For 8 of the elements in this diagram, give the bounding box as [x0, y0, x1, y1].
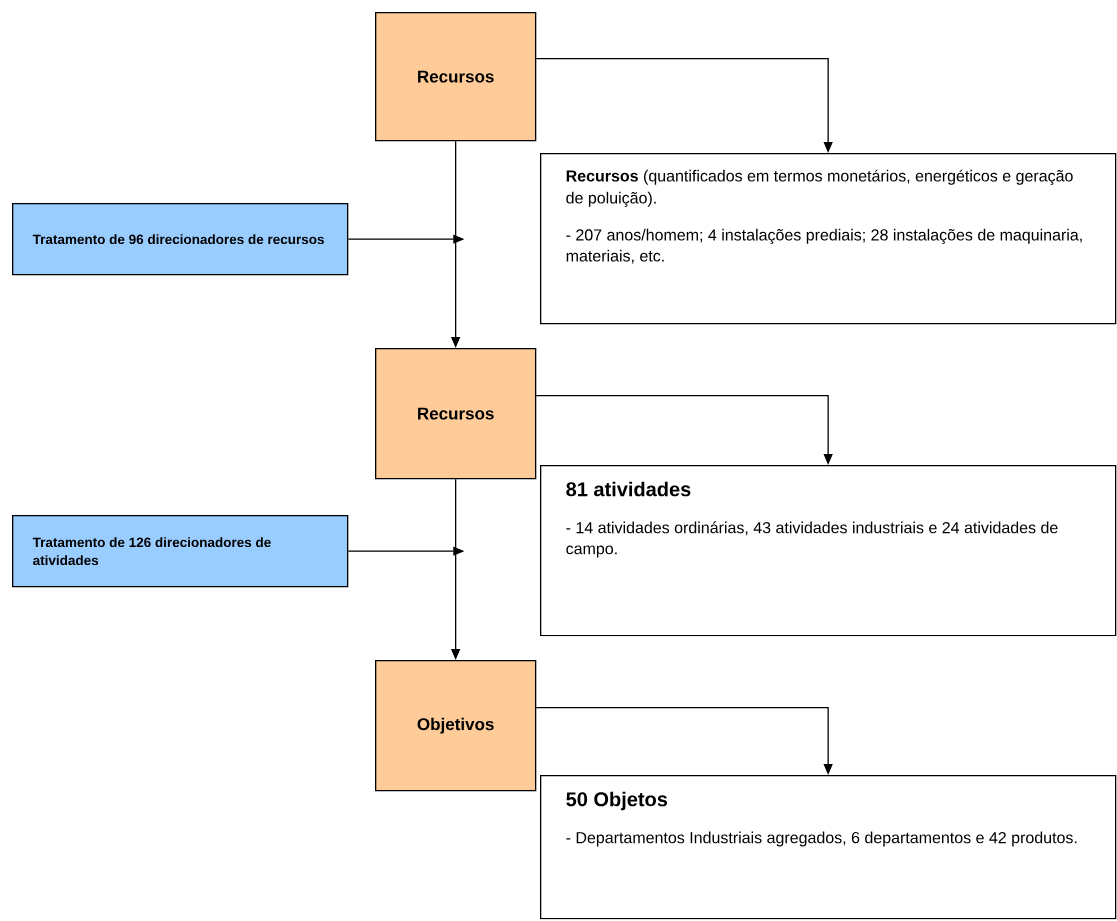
process-box: Recursos	[375, 348, 537, 480]
process-box: Objetivos	[375, 660, 537, 792]
process-box: Recursos	[375, 12, 537, 142]
driver-box: Tratamento de 126 direcionadores de atividades	[12, 515, 349, 588]
description-box: 50 Objetos - Departamentos Industriais agregados, 6 departamentos e 42 produtos.	[540, 775, 1117, 920]
driver-box: Tratamento de 96 direcionadores de recursos	[12, 203, 349, 276]
description-box: 81 atividades - 14 atividades ordinárias, 43 atividades industriais e 24 atividades de campo.	[540, 465, 1117, 637]
description-box: Recursos (quantificados em termos monetários, energéticos e geração de poluição). - 207 anos/homem; 4 instalações prediais; 28 instalações de maquinaria, materiais, etc.	[540, 153, 1117, 325]
